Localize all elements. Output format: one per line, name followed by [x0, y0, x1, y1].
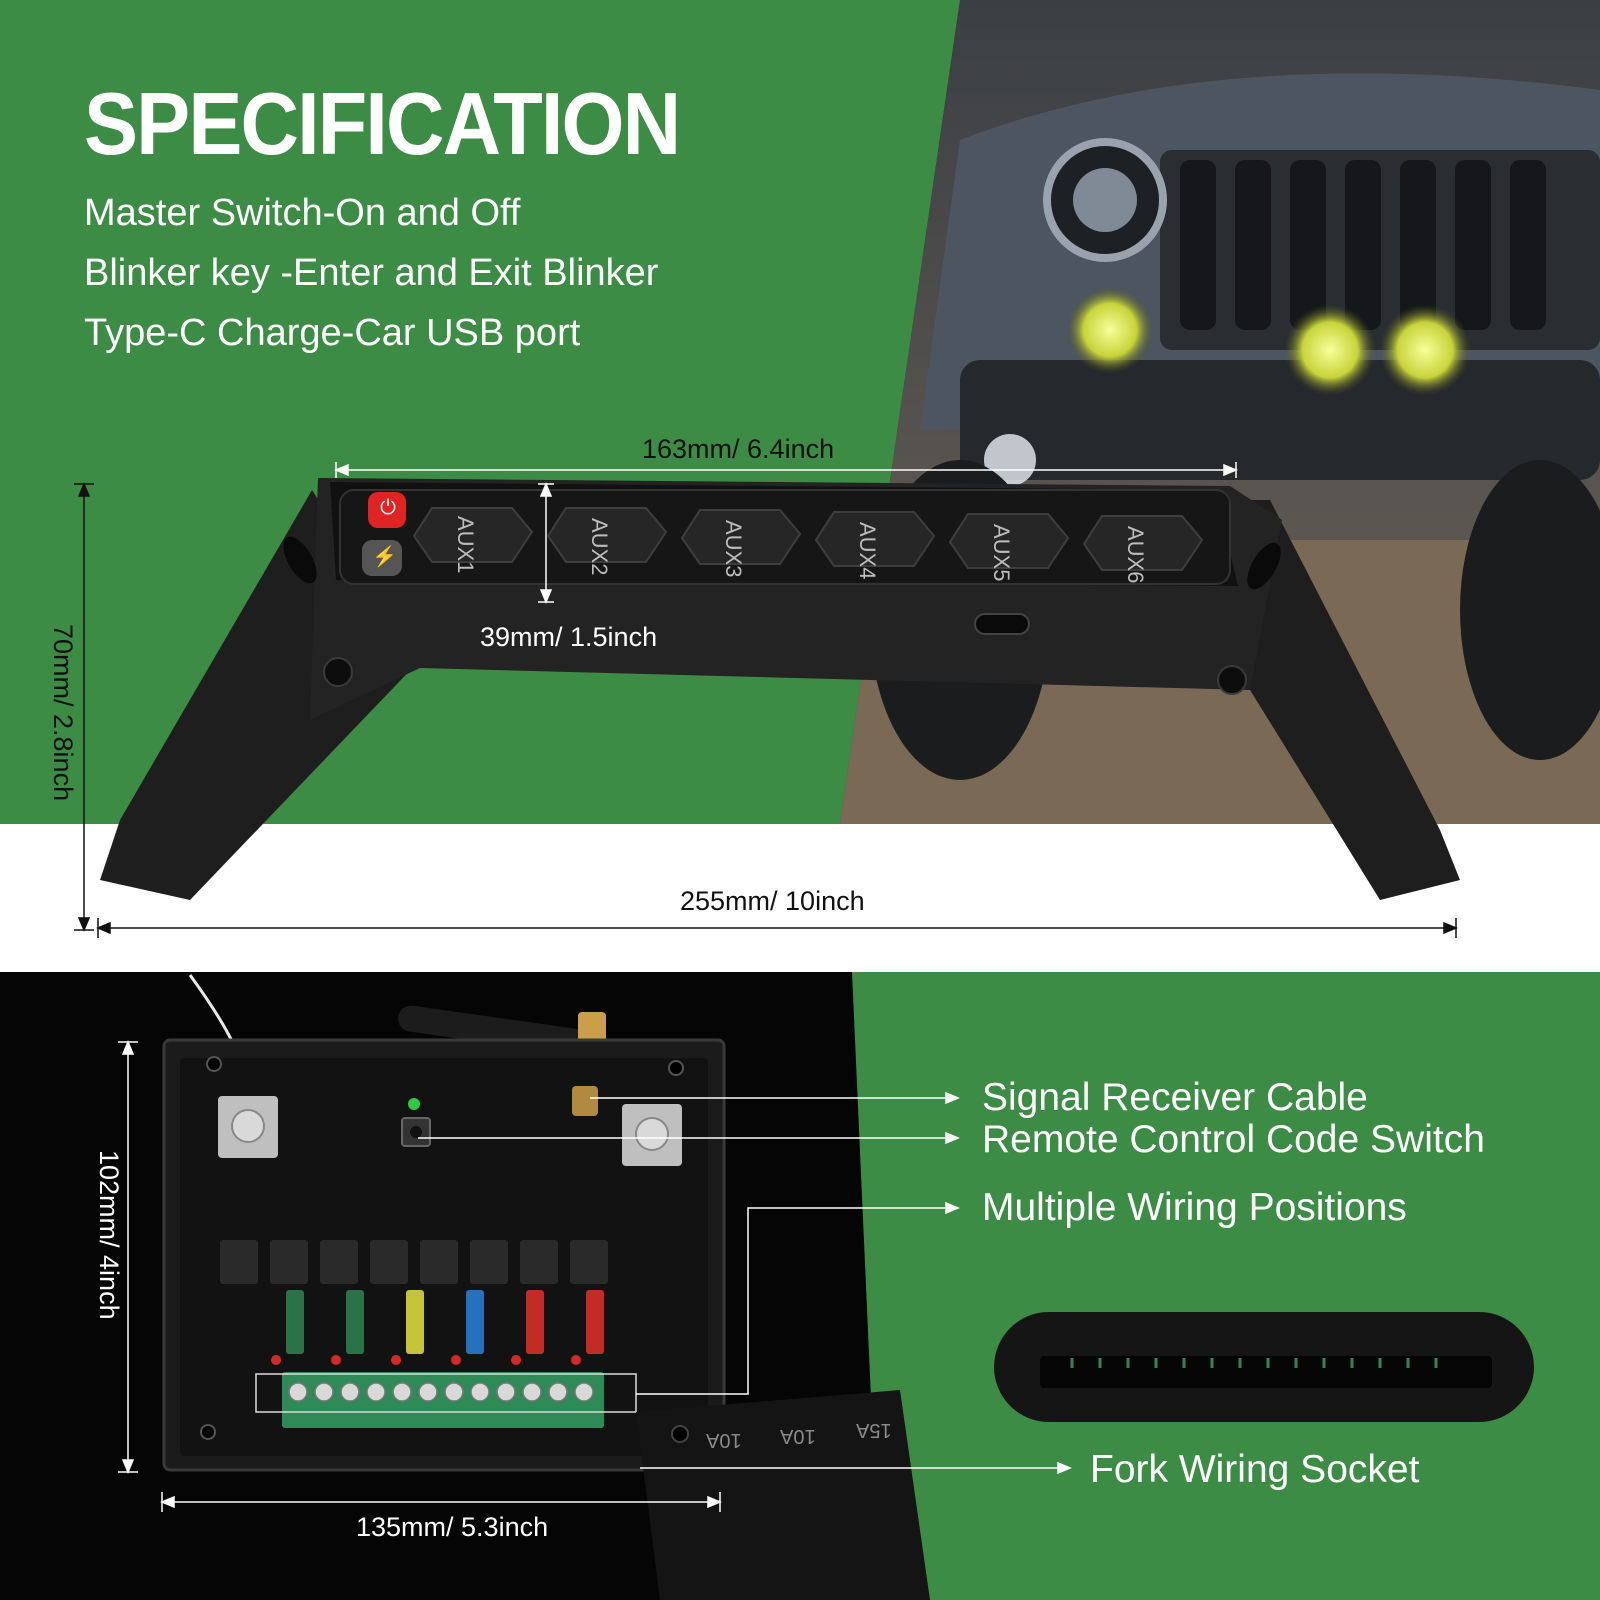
page-title: SPECIFICATION	[84, 74, 681, 173]
fuse	[466, 1290, 484, 1354]
fuse	[526, 1290, 544, 1354]
fuse	[286, 1290, 304, 1354]
fuse	[346, 1290, 364, 1354]
dimension-top-width: 163mm/ 6.4inch	[642, 434, 835, 464]
callout-remote-control-code-switch: Remote Control Code Switch	[982, 1118, 1485, 1161]
fuse-label-2: 10A	[780, 1425, 816, 1447]
fuse	[406, 1290, 424, 1354]
dimension-box-height: 102mm/ 4inch	[94, 1150, 124, 1320]
power-icon[interactable]: ⏻	[380, 497, 396, 519]
fuse-label-1: 10A	[706, 1429, 742, 1451]
fuse	[586, 1290, 604, 1354]
dimension-box-width: 135mm/ 5.3inch	[356, 1512, 549, 1542]
callout-signal-receiver-cable: Signal Receiver Cable	[982, 1076, 1368, 1119]
white-band	[0, 824, 1600, 972]
dimension-panel-height: 39mm/ 1.5inch	[480, 622, 658, 652]
feature-blinker-key: Blinker key -Enter and Exit Blinker	[84, 252, 659, 294]
fuse-label-3: 15A	[856, 1419, 892, 1441]
callout-fork-wiring-socket: Fork Wiring Socket	[1090, 1448, 1420, 1491]
callout-multiple-wiring-positions: Multiple Wiring Positions	[982, 1186, 1407, 1229]
jeep-photo	[840, 0, 1600, 824]
feature-master-switch: Master Switch-On and Off	[84, 192, 521, 234]
bottom-green-background	[852, 972, 1600, 1600]
feature-type-c-port: Type-C Charge-Car USB port	[84, 312, 581, 354]
dimension-base-width: 255mm/ 10inch	[680, 886, 865, 916]
lightning-icon[interactable]: ⚡	[372, 546, 397, 568]
